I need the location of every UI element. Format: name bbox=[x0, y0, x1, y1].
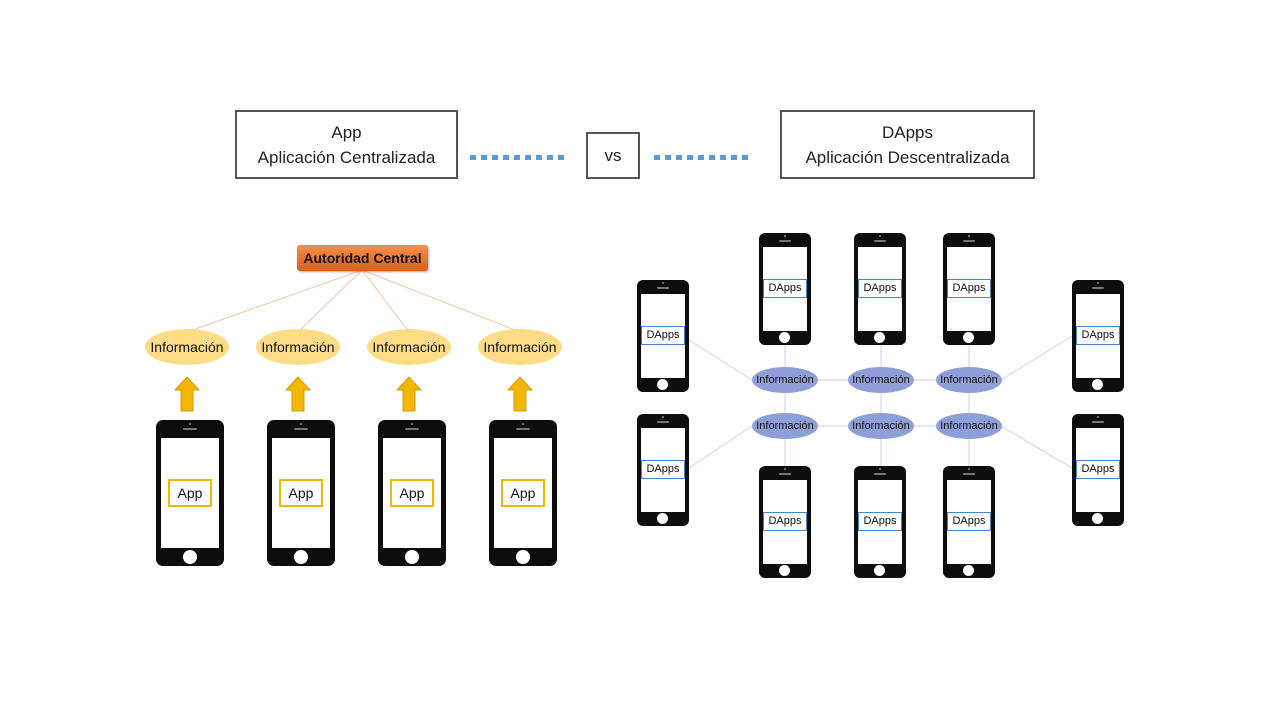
info-node: Información bbox=[752, 413, 818, 439]
dapp-label: DApps bbox=[641, 460, 685, 479]
smartphone-icon: App bbox=[489, 420, 557, 566]
smartphone-icon: DApps bbox=[759, 466, 811, 578]
app-title-line2: Aplicación Centralizada bbox=[257, 148, 436, 167]
authority-link bbox=[361, 269, 521, 333]
smartphone-icon: DApps bbox=[1072, 414, 1124, 526]
smartphone-icon: App bbox=[156, 420, 224, 566]
up-arrow-icon bbox=[396, 376, 422, 412]
dapp-label: DApps bbox=[763, 279, 807, 298]
dotted-connector-left bbox=[470, 155, 566, 160]
dapps-title-box: DApps Aplicación Descentralizada bbox=[780, 110, 1035, 179]
dapp-label: DApps bbox=[1076, 460, 1120, 479]
dapp-label: DApps bbox=[763, 512, 807, 531]
vs-label: vs bbox=[604, 146, 622, 165]
app-label: App bbox=[390, 479, 434, 507]
info-node: Información bbox=[145, 329, 229, 365]
app-title-box: App Aplicación Centralizada bbox=[235, 110, 458, 179]
up-arrow-icon bbox=[174, 376, 200, 412]
info-node: Información bbox=[367, 329, 451, 365]
smartphone-icon: DApps bbox=[943, 466, 995, 578]
dapp-label: DApps bbox=[947, 512, 991, 531]
dapp-label: DApps bbox=[947, 279, 991, 298]
app-label: App bbox=[168, 479, 212, 507]
mesh-link bbox=[1000, 335, 1073, 381]
info-node: Información bbox=[752, 367, 818, 393]
vs-box: vs bbox=[586, 132, 640, 179]
info-node: Información bbox=[936, 367, 1002, 393]
smartphone-icon: DApps bbox=[854, 466, 906, 578]
info-node: Información bbox=[848, 413, 914, 439]
info-node: Información bbox=[848, 367, 914, 393]
smartphone-icon: App bbox=[378, 420, 446, 566]
info-node: Información bbox=[936, 413, 1002, 439]
authority-link bbox=[361, 269, 410, 333]
smartphone-icon: DApps bbox=[943, 233, 995, 345]
central-authority-node: Autoridad Central bbox=[297, 245, 428, 271]
up-arrow-icon bbox=[507, 376, 533, 412]
smartphone-icon: DApps bbox=[637, 414, 689, 526]
mesh-link bbox=[688, 425, 753, 469]
info-node: Información bbox=[478, 329, 562, 365]
mesh-link bbox=[688, 339, 753, 381]
smartphone-icon: App bbox=[267, 420, 335, 566]
up-arrow-icon bbox=[285, 376, 311, 412]
dapp-label: DApps bbox=[858, 512, 902, 531]
info-node: Información bbox=[256, 329, 340, 365]
mesh-link bbox=[1000, 425, 1073, 469]
app-title-line1: App bbox=[331, 123, 362, 142]
dapp-label: DApps bbox=[858, 279, 902, 298]
authority-link bbox=[186, 269, 363, 333]
smartphone-icon: DApps bbox=[1072, 280, 1124, 392]
app-label: App bbox=[279, 479, 323, 507]
dapp-label: DApps bbox=[1076, 326, 1120, 345]
app-label: App bbox=[501, 479, 545, 507]
smartphone-icon: DApps bbox=[637, 280, 689, 392]
smartphone-icon: DApps bbox=[759, 233, 811, 345]
smartphone-icon: DApps bbox=[854, 233, 906, 345]
dapp-label: DApps bbox=[641, 326, 685, 345]
authority-link bbox=[297, 269, 363, 333]
dapps-title-line2: Aplicación Descentralizada bbox=[805, 148, 1010, 167]
dapps-title-line1: DApps bbox=[881, 123, 934, 142]
dotted-connector-right bbox=[654, 155, 750, 160]
